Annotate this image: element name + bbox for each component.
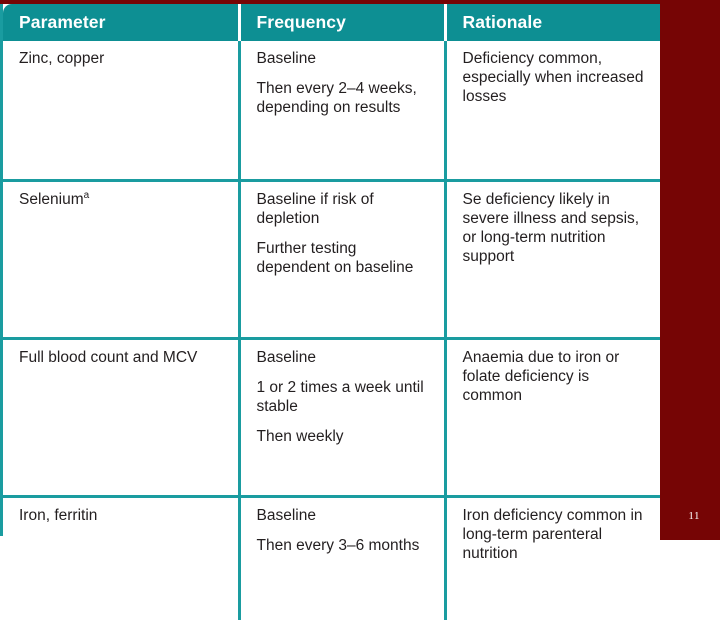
monitoring-parameters-table: Parameter Frequency Rationale Zinc, copp… [3,4,660,620]
table-header: Parameter Frequency Rationale [3,4,660,41]
frequency-line: Then every 2–4 weeks, depending on resul… [257,80,432,118]
frequency-line: Further testing dependent on baseline [257,240,432,278]
cell-frequency: Baseline Then every 3–6 months [239,497,445,620]
parameter-text: Iron, ferritin [19,507,226,526]
rationale-line: Anaemia due to iron or folate deficiency… [463,349,649,406]
column-header-parameter: Parameter [3,4,239,41]
cell-frequency: Baseline if risk of depletion Further te… [239,181,445,339]
table-row: Zinc, copper Baseline Then every 2–4 wee… [3,41,660,181]
slide-canvas: 11 Parameter Frequency Rationale Zinc, c… [0,0,720,540]
table-row: Seleniuma Baseline if risk of depletion … [3,181,660,339]
frequency-line: Baseline [257,50,432,69]
table-row: Full blood count and MCV Baseline 1 or 2… [3,339,660,497]
table-body: Zinc, copper Baseline Then every 2–4 wee… [3,41,660,620]
cell-rationale: Iron deficiency common in long-term pare… [445,497,660,620]
column-header-frequency: Frequency [239,4,445,41]
parameter-text: Seleniuma [19,191,226,210]
footnote-marker: a [84,190,90,201]
frequency-line: 1 or 2 times a week until stable [257,379,432,417]
rationale-line: Deficiency common, especially when incre… [463,50,649,107]
parameter-text: Zinc, copper [19,50,226,69]
cell-frequency: Baseline 1 or 2 times a week until stabl… [239,339,445,497]
table-row: Iron, ferritin Baseline Then every 3–6 m… [3,497,660,620]
cell-parameter: Full blood count and MCV [3,339,239,497]
cell-rationale: Se deficiency likely in severe illness a… [445,181,660,339]
parameter-label: Selenium [19,191,84,208]
monitoring-parameters-table-wrapper: Parameter Frequency Rationale Zinc, copp… [0,4,657,536]
page-number: 11 [688,510,700,522]
parameter-label: Full blood count and MCV [19,349,197,366]
frequency-line: Baseline if risk of depletion [257,191,432,229]
frequency-line: Baseline [257,349,432,368]
cell-frequency: Baseline Then every 2–4 weeks, depending… [239,41,445,181]
cell-parameter: Seleniuma [3,181,239,339]
parameter-label: Zinc, copper [19,50,104,67]
column-header-rationale: Rationale [445,4,660,41]
parameter-text: Full blood count and MCV [19,349,226,368]
header-row: Parameter Frequency Rationale [3,4,660,41]
right-red-band [657,0,720,540]
parameter-label: Iron, ferritin [19,507,97,524]
frequency-line: Baseline [257,507,432,526]
rationale-line: Iron deficiency common in long-term pare… [463,507,649,564]
cell-rationale: Deficiency common, especially when incre… [445,41,660,181]
rationale-line: Se deficiency likely in severe illness a… [463,191,649,267]
cell-rationale: Anaemia due to iron or folate deficiency… [445,339,660,497]
cell-parameter: Zinc, copper [3,41,239,181]
frequency-line: Then weekly [257,428,432,447]
cell-parameter: Iron, ferritin [3,497,239,620]
